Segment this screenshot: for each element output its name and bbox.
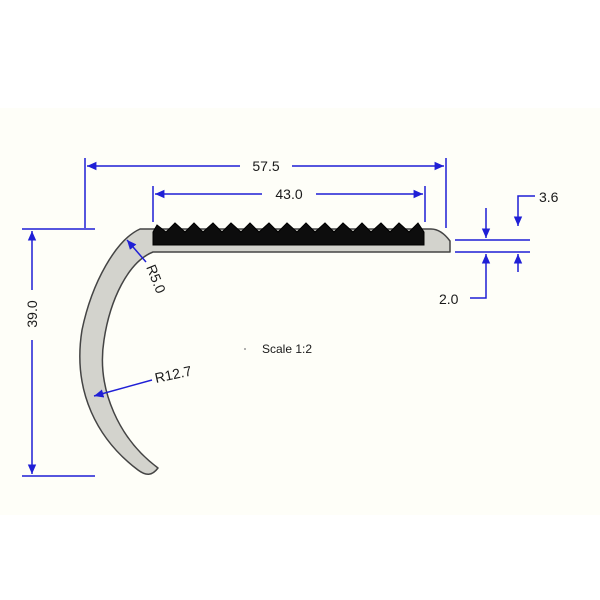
extension-lines	[22, 158, 530, 477]
dim-label-overall-height: 39.0	[24, 300, 40, 327]
dim-line-insert-thickness-top	[513, 195, 535, 226]
dim-line-base-thickness-bottom	[470, 254, 491, 299]
dim-label-insert-thickness: 3.6	[539, 189, 559, 205]
label-outer-radius: R12.7	[153, 362, 193, 385]
dim-label-insert-width: 43.0	[275, 186, 302, 202]
label-inner-radius: R5.0	[143, 262, 169, 296]
anti-slip-insert	[152, 222, 425, 246]
leader-outer-radius	[93, 379, 153, 398]
dim-label-overall-width: 57.5	[252, 158, 279, 174]
dim-label-base-thickness: 2.0	[439, 291, 459, 307]
scale-label: Scale 1:2	[262, 342, 312, 356]
stair-nosing-profile	[79, 228, 451, 475]
scale-marker-dot	[244, 348, 246, 350]
leader-inner-radius	[126, 239, 147, 263]
